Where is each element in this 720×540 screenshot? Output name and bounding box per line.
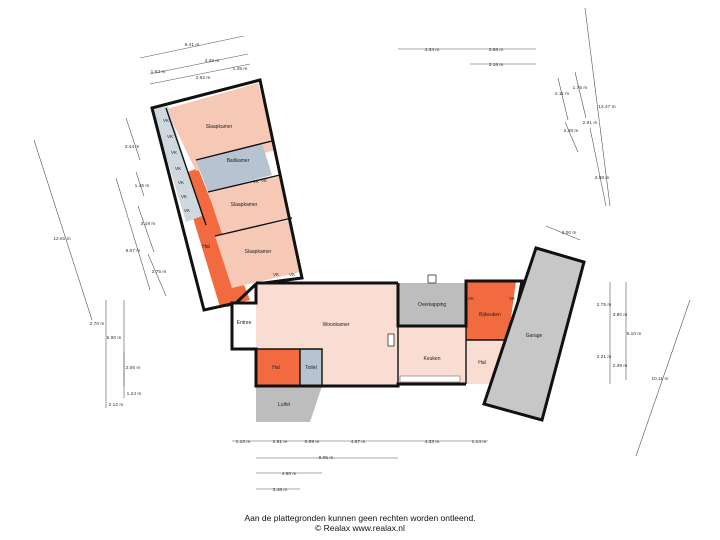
main-block: Woonkamer Overkapping Keuken Bijkeuken H… [230,274,524,422]
room-label-badkamer: Badkamer [227,158,250,164]
slaapkamer-3-area [215,220,300,288]
dim-label: 2.91 m [273,439,288,445]
room-label-hal-onder: Hal [272,365,280,371]
dim-label: 4.67 m [351,439,366,445]
dim-label: 1.76 m [573,85,588,91]
inner-wall [165,107,207,226]
chimney-icon [387,333,395,347]
dim-label: 10.11 m [652,376,669,382]
vk-column [152,106,202,222]
slaapkamer-2-area [208,176,290,234]
dim-label: 6.10 m [627,331,642,337]
left-wing: Slaapkamer Badkamer Slaapkamer Slaapkame… [150,78,304,312]
vk-label: VK [167,134,173,139]
room-label-hal-left: Hal [202,244,210,250]
dim-label: 3.44 m [125,144,140,150]
inner-wall [256,348,323,386]
bijkeuken-area [466,281,516,340]
dim-label: 9.05 m [319,455,334,461]
disclaimer-text: Aan de plattegronden kunnen geen rechten… [244,513,476,523]
dim-label: 1.63 m [151,69,166,75]
dim-label: 3.31 m [597,354,612,360]
overkapping-area [398,283,466,326]
garage-walls [482,246,586,422]
dim-label: 2.39 m [613,363,628,369]
dim-label: 4.34 m [425,47,440,53]
dim-label: 2.92 m [196,75,211,81]
dim-label: 2.75 m [597,302,612,308]
dim-label: 3.18 m [489,62,504,68]
dim-label: 3.19 m [141,221,156,227]
hal-onder-area [256,349,300,386]
dim-label: 6.41 m [185,42,200,48]
vk-label: VK [171,150,177,155]
dim-label: 0.89 m [305,439,320,445]
disclaimer: Aan de plattegronden kunnen geen rechten… [0,513,720,533]
dim-label: 2.06 m [126,365,141,371]
room-label-slaapkamer-3: Slaapkamer [245,249,272,255]
room-label-garage: Garage [526,333,543,339]
garage: Garage [482,246,586,422]
vk-label: VK [253,179,259,184]
vk-label: VK [273,272,279,277]
luifel-area [256,386,322,422]
dim-label: 2.48 m [564,128,579,134]
room-label-slaapkamer-1: Slaapkamer [206,124,233,130]
dim-label: 2.12 m [109,402,124,408]
dim-label: 3.00 m [562,230,577,236]
room-label-slaapkamer-2: Slaapkamer [231,202,258,208]
entree-area [232,303,256,349]
room-label-toilet: Toilet [305,365,317,371]
dim-label: 3.46 m [273,487,288,493]
room-label-entree: Entree [237,320,252,326]
vk-label: VK [181,194,187,199]
vk-label: VK [175,166,181,171]
dim-label: 4.49 m [205,58,220,64]
dim-label: 3.68 m [595,175,610,181]
kitchen-counter [399,375,461,383]
dim-label: 4.60 m [282,471,297,477]
dim-label: 12.47 m [598,104,615,110]
inner-wall [214,217,293,237]
room-label-bijkeuken: Bijkeuken [479,312,501,318]
dim-label: 9.07 m [126,248,141,254]
room-label-overkapping: Overkapping [418,302,447,308]
dim-label: 3.66 m [489,47,504,53]
dim-label: 2.91 m [583,120,598,126]
vk-labels: VK VK VK VK VK VK VK VK VK VK VK MK [163,118,295,308]
vk-label: VK [184,208,190,213]
dim-label: 3.80 m [613,312,628,318]
copyright-text: © Realax www.realax.nl [315,523,405,533]
dim-label: 1.24 m [127,391,142,397]
vk-label: VK [178,180,184,185]
inner-wall [207,174,281,193]
dim-label: 2.75 m [152,269,167,275]
dim-label: 2.11 m [555,91,569,97]
dim-label: 1.45 m [233,66,248,72]
vk-label: VK [468,296,474,301]
room-label-woonkamer: Woonkamer [323,322,350,328]
toilet-area [300,349,322,386]
room-label-luifel: Luifel [278,402,290,408]
room-label-keuken: Keuken [424,356,441,362]
vk-label: VK [261,178,267,183]
dim-label: 1.46 m [135,183,150,189]
vk-label: VK [163,118,169,123]
grill-icon [427,274,437,284]
dim-label: 4.33 m [425,439,440,445]
dim-label: 12.61 m [53,236,70,242]
dim-label: 1.10 m [236,439,251,445]
dim-label: 1.14 m [472,439,487,445]
mk-label: MK [226,303,233,308]
dimension-lines: 6.41 m 4.49 m 1.63 m 1.45 m 2.92 m 4.34 … [33,7,691,493]
garage-area [484,248,584,420]
vk-label: VK [289,272,295,277]
dim-label: 5.90 m [107,335,122,341]
room-label-hal-rechts: Hal [478,360,486,366]
dim-label: 2.70 m [90,321,105,327]
inner-wall [195,140,273,161]
vk-label: VK [509,296,515,301]
